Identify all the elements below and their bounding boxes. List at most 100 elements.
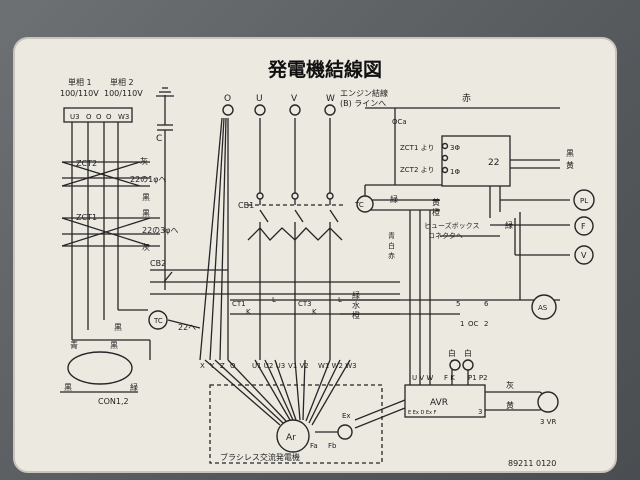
relay-22-label: 22 xyxy=(488,158,499,168)
ct3-k-label: K xyxy=(312,308,317,316)
ct1-label: CT1 xyxy=(232,300,246,308)
cb2-label: CB2 xyxy=(150,259,166,268)
tc-upper-icon xyxy=(356,195,374,213)
sp1-terminal-u3: U3 xyxy=(70,113,80,121)
avr-left-label: E Ex D Ex F xyxy=(408,410,437,416)
terminal-o-bottom: O xyxy=(230,362,236,370)
ammeter-label: AS xyxy=(538,304,548,312)
generator-label: ブラシレス交流発電機 xyxy=(220,452,300,462)
red-wire-label-2: 赤 xyxy=(388,252,395,260)
engine-note-line2: (B) ラインへ xyxy=(340,99,386,108)
fuse-box-line2: コネクタへ xyxy=(428,231,463,240)
terminal-x: X xyxy=(200,362,205,370)
f-mark: F xyxy=(581,222,586,231)
single-phase-2-voltage: 100/110V xyxy=(104,89,143,98)
zct1-to-22-label: 22の3φへ xyxy=(142,226,179,235)
main-terminal-u: U xyxy=(256,94,263,104)
con-green-label: 緑 xyxy=(130,382,138,392)
right-green-label: 緑 xyxy=(505,220,513,230)
u-group-label: U1 U2 U3 xyxy=(252,362,285,370)
single-phase-1-name: 単相 1 xyxy=(68,77,92,87)
avr-top-label: U V W xyxy=(412,374,433,382)
avr-3-label: 3 xyxy=(478,408,482,416)
page-title: 発電機結線図 xyxy=(267,58,382,81)
zct1-label: ZCT1 xyxy=(76,213,97,222)
tc-upper-label: TC xyxy=(354,201,364,209)
oc-num-2: 2 xyxy=(484,320,488,328)
exciter-icon xyxy=(337,424,353,440)
terminal-w xyxy=(324,104,336,116)
oc-num-6: 6 xyxy=(484,300,489,308)
avr-label: AVR xyxy=(430,398,448,408)
sp2-terminal-w3: W3 xyxy=(118,113,129,121)
zct1-black-label: 黒 xyxy=(142,209,150,218)
yellow-wire-label: 黄 xyxy=(432,197,440,207)
pilot-lamp-icon xyxy=(573,189,595,211)
tc-black-label: 黒 xyxy=(114,323,122,332)
single-phase-terminal-block xyxy=(63,107,133,123)
pl-mark: PL xyxy=(580,197,588,205)
zct2-label: ZCT2 xyxy=(76,159,97,168)
ammeter-switch-icon xyxy=(531,294,557,320)
frequency-meter-icon xyxy=(574,216,594,236)
zct2-from-label: ZCT2 より xyxy=(400,166,435,174)
ct1-l-label: L xyxy=(272,296,276,304)
oc-label: OC xyxy=(468,320,479,328)
single-phase-2-name: 単相 2 xyxy=(110,77,134,87)
ct-orange-label: 橙 xyxy=(352,310,360,320)
zct1-from-label: ZCT1 より xyxy=(400,144,435,152)
single-phase-1-voltage: 100/110V xyxy=(60,89,99,98)
ar-label: Ar xyxy=(286,433,296,443)
ex-label: Ex xyxy=(342,412,351,420)
zct2-to-22-label: 22の1φへ xyxy=(130,175,167,184)
capacitor-label: C xyxy=(156,134,162,144)
terminal-u xyxy=(254,104,266,116)
w-group-label: W1 W2 W3 xyxy=(318,362,357,370)
v-group-label: V1 V2 xyxy=(288,362,309,370)
ct-green-label: 緑 xyxy=(352,290,360,300)
ct3-label: CT3 xyxy=(298,300,312,308)
voltage-regulator-icon xyxy=(537,391,559,413)
zct2-gray-label: 灰 xyxy=(140,156,148,166)
ct3-l-label: L xyxy=(338,296,342,304)
serial-number: 89211 0120 xyxy=(508,459,556,468)
sp1-terminal-o1: O xyxy=(86,113,92,121)
engine-note-line1: エンジン結線 xyxy=(340,88,388,98)
red-wire-label: 赤 xyxy=(462,93,471,104)
terminal-v xyxy=(289,104,301,116)
relay-yellow-label: 黄 xyxy=(566,160,574,170)
terminal-z: Z xyxy=(220,362,225,370)
fa-label: Fa xyxy=(310,442,318,450)
fuse-box-line1: ヒューズボックス xyxy=(424,221,479,230)
orange-wire-label: 橙 xyxy=(432,207,440,217)
ocr-label: OCa xyxy=(392,118,407,126)
cb1-label: CB1 xyxy=(238,201,254,210)
ct1-k-label: K xyxy=(246,308,251,316)
tc-lower-label: TC xyxy=(153,317,163,325)
avr-yellow-label: 黄 xyxy=(506,400,514,410)
zct2-black-label: 黒 xyxy=(142,193,150,202)
main-terminal-o: O xyxy=(224,94,231,104)
main-terminal-w: W xyxy=(326,94,335,104)
voltmeter-icon xyxy=(574,245,594,265)
main-terminal-v: V xyxy=(291,94,298,104)
green-wire-label: 緑 xyxy=(390,194,398,204)
con-black-label-2: 黒 xyxy=(64,383,72,392)
con-label: CON1,2 xyxy=(98,397,129,406)
tc-lower-icon xyxy=(148,310,168,330)
v-mark: V xyxy=(581,251,587,260)
fb-label: Fb xyxy=(328,442,337,450)
avr-white-label-1: 白 xyxy=(448,348,456,358)
avr-white-label-2: 白 xyxy=(464,348,472,358)
vr-label: 3 VR xyxy=(540,418,556,426)
to-22-label: 22へ xyxy=(178,323,196,332)
phase-3-label: 3Φ xyxy=(450,144,460,152)
oc-num-1: 1 xyxy=(460,320,464,328)
con-black-label: 黒 xyxy=(110,341,118,350)
generator-enclosure xyxy=(209,384,383,464)
oc-num-5: 5 xyxy=(456,300,460,308)
phase-1-label: 1Φ xyxy=(450,168,460,176)
avr-box xyxy=(404,384,486,418)
